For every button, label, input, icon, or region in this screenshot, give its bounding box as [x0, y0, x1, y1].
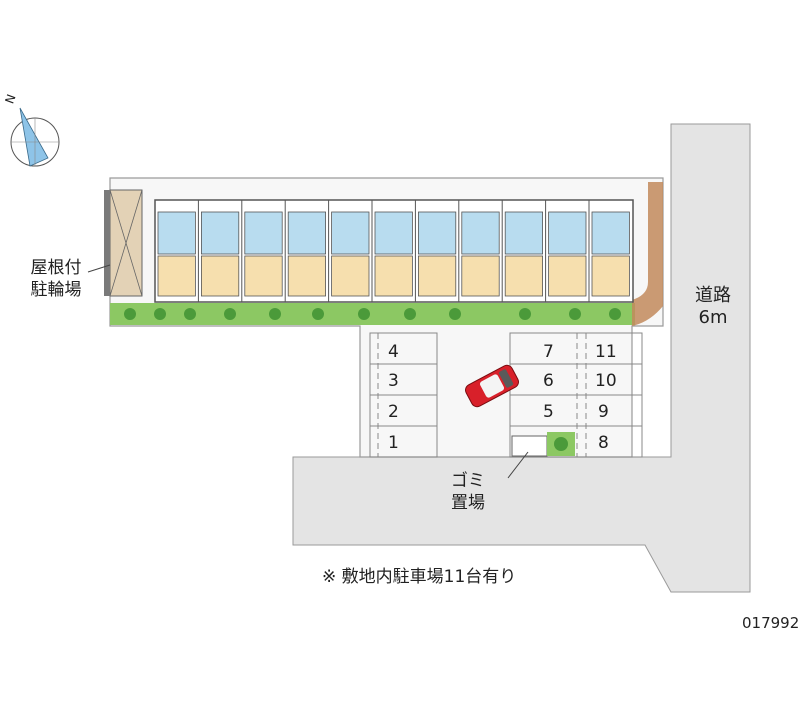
apartment-unit: [328, 200, 370, 302]
greenery-strip: [110, 303, 635, 325]
apartment-unit: [284, 200, 327, 302]
road-label-line2: 6m: [698, 307, 728, 328]
stall-number: 11: [595, 342, 617, 362]
stall-number: 8: [598, 433, 609, 453]
stall-dividers: [370, 333, 642, 457]
trees: [124, 308, 621, 320]
road-label: 道路 6m: [688, 285, 738, 329]
stall-number: 10: [595, 371, 617, 391]
apartment-unit: [371, 200, 413, 302]
stall-number: 4: [388, 342, 399, 362]
apartment-unit: [414, 200, 457, 302]
apartment-unit: [197, 200, 240, 302]
bike-parking-label-line2: 駐輪場: [30, 280, 82, 300]
stall-number: 9: [598, 402, 609, 422]
stall-number: 3: [388, 371, 399, 391]
apartment-unit: [241, 200, 283, 302]
apartment-unit: [154, 200, 196, 302]
garbage-label: ゴミ 置場: [440, 470, 496, 514]
apartment-unit: [501, 200, 544, 302]
bike-callout-line: [87, 264, 111, 273]
bike-parking-label: 屋根付 駐輪場: [24, 257, 88, 301]
road-label-line1: 道路: [695, 285, 731, 306]
apartment-building: [154, 199, 634, 303]
bike-parking-label-line1: 屋根付: [30, 258, 82, 278]
apartment-unit: [588, 200, 630, 302]
compass-rose-icon: [10, 107, 60, 167]
brick-corner: [632, 182, 663, 326]
stall-number: 1: [388, 433, 399, 453]
garbage-area: [511, 432, 575, 457]
stall-number: 5: [543, 402, 554, 422]
garbage-callout-line: [507, 451, 529, 479]
car: [465, 364, 519, 408]
parking-note: ※ 敷地内駐車場11台有り: [322, 567, 517, 587]
apartment-unit: [545, 200, 587, 302]
property-code: 017992: [742, 614, 800, 632]
stall-number: 7: [543, 342, 554, 362]
stall-number: 6: [543, 371, 554, 391]
garbage-label-line2: 置場: [451, 493, 485, 513]
stall-number: 2: [388, 402, 399, 422]
garbage-label-line1: ゴミ: [451, 471, 485, 491]
apartment-unit: [458, 200, 500, 302]
bike-parking-structure: [104, 189, 143, 297]
